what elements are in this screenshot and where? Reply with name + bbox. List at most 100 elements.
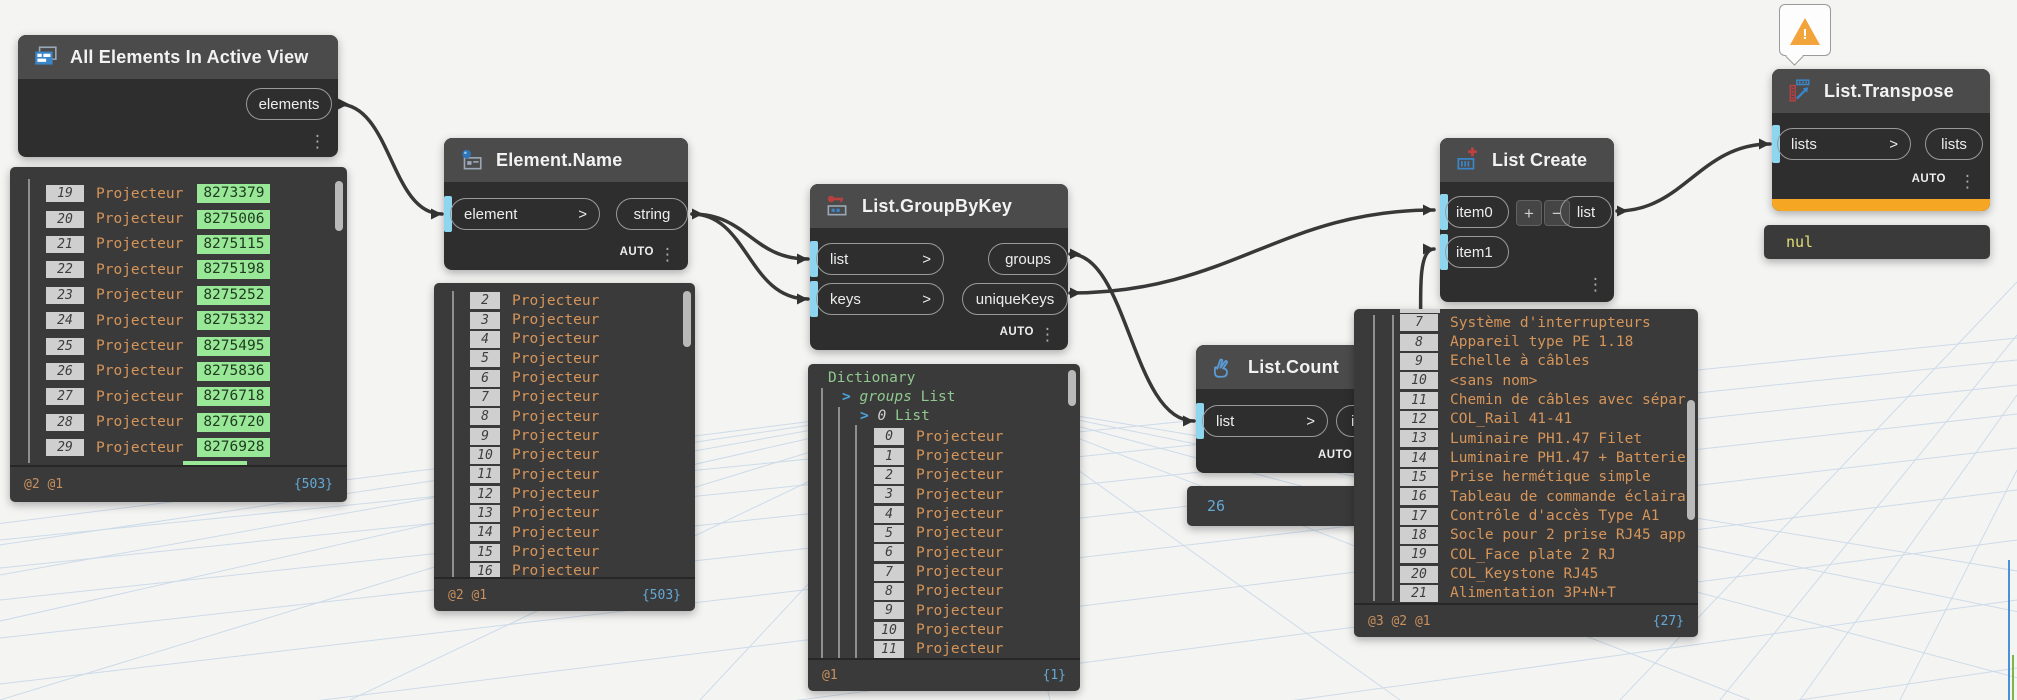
node-list-transpose[interactable]: List.Transpose lists > lists AUTO ⋮: [1772, 69, 1990, 211]
lacing-label[interactable]: AUTO: [1318, 449, 1353, 461]
list-item: 10<sans nom>: [1400, 371, 1686, 390]
port-connected-marker: [1196, 403, 1204, 439]
input-port-keys[interactable]: keys >: [816, 283, 944, 315]
output-port-elements[interactable]: elements: [246, 88, 332, 120]
port-connected-marker: [1440, 194, 1448, 230]
preview-footer: @2 @1 {503}: [10, 465, 347, 502]
node-header[interactable]: All Elements In Active View: [18, 35, 338, 79]
wire-uniquekeys-to-item0[interactable]: [1068, 208, 1436, 295]
wire-list-to-transpose[interactable]: [1615, 142, 1772, 213]
scrollbar-thumb[interactable]: [683, 291, 691, 347]
warning-exclamation: !: [1802, 26, 1808, 43]
preview-transpose-result[interactable]: nul: [1764, 225, 1990, 259]
node-menu-dots[interactable]: ⋮: [1959, 171, 1976, 192]
node-header[interactable]: Element.Name: [444, 138, 688, 182]
list-create-icon: [1457, 147, 1477, 170]
node-title: List.GroupByKey: [862, 195, 1013, 216]
node-header[interactable]: List Create: [1440, 138, 1614, 182]
node-title: List Create: [1492, 149, 1588, 170]
node-title: List.Count: [1248, 356, 1339, 377]
add-input-button[interactable]: +: [1516, 200, 1542, 226]
lacing-label[interactable]: AUTO: [999, 326, 1034, 338]
output-port-list[interactable]: list: [1560, 196, 1612, 228]
node-header[interactable]: List.GroupByKey: [810, 184, 1068, 228]
input-port-item1[interactable]: item1: [1445, 236, 1509, 268]
scrollbar-thumb[interactable]: [1068, 370, 1076, 406]
wire-string-to-list[interactable]: [690, 212, 810, 261]
node-title: List.Transpose: [1824, 80, 1954, 101]
node-element-name[interactable]: Element.Name element > string AUTO ⋮: [444, 138, 688, 270]
output-port-string[interactable]: string: [616, 198, 688, 230]
output-port-groups[interactable]: groups: [988, 243, 1068, 275]
expand-chevron-icon[interactable]: >: [842, 389, 851, 405]
scrollbar-thumb[interactable]: [335, 181, 343, 231]
node-header[interactable]: List.Transpose: [1772, 69, 1990, 113]
input-port-item0[interactable]: item0: [1445, 196, 1509, 228]
input-port-lists[interactable]: lists >: [1777, 128, 1911, 160]
input-port-list[interactable]: list >: [1202, 405, 1328, 437]
input-port-list[interactable]: list >: [816, 243, 944, 275]
scrollbar-thumb[interactable]: [1687, 400, 1695, 520]
node-menu-dots[interactable]: ⋮: [1039, 324, 1056, 345]
input-port-element[interactable]: element >: [450, 198, 600, 230]
expand-chevron-icon[interactable]: >: [860, 408, 869, 424]
output-port-uniquekeys[interactable]: uniqueKeys: [962, 283, 1068, 315]
node-list-create[interactable]: List Create item0 + − list item1 ⋮: [1440, 138, 1614, 302]
lacing-label[interactable]: AUTO: [619, 246, 654, 258]
node-all-elements-in-active-view[interactable]: All Elements In Active View elements ⋮: [18, 35, 338, 157]
dictionary-key-line: > groups List: [842, 389, 956, 405]
dictionary-index-line: > 0 List: [860, 408, 930, 424]
preview-footer: @3 @2 @1 {27}: [1354, 603, 1698, 637]
node-menu-dots[interactable]: ⋮: [659, 244, 676, 265]
node-list-groupbykey[interactable]: List.GroupByKey list > keys > groups uni…: [810, 184, 1068, 350]
default-value-marker: >: [922, 250, 931, 268]
preview-footer: @2 @1 {503}: [434, 577, 695, 611]
tree-guide-line: [28, 179, 30, 463]
wire-string-to-keys[interactable]: [690, 212, 810, 301]
count-value: 26: [1207, 497, 1226, 515]
warning-tooltip[interactable]: !: [1779, 4, 1831, 56]
port-connected-marker: [810, 281, 818, 317]
node-menu-dots[interactable]: ⋮: [309, 131, 326, 152]
node-menu-dots[interactable]: ⋮: [1587, 274, 1604, 295]
wire-groups-to-listcount[interactable]: [1068, 252, 1196, 423]
lacing-label[interactable]: AUTO: [1911, 173, 1946, 185]
wire-elements-to-element[interactable]: [336, 102, 444, 216]
element-name-icon: [462, 149, 482, 170]
output-port-lists[interactable]: lists: [1925, 128, 1983, 160]
